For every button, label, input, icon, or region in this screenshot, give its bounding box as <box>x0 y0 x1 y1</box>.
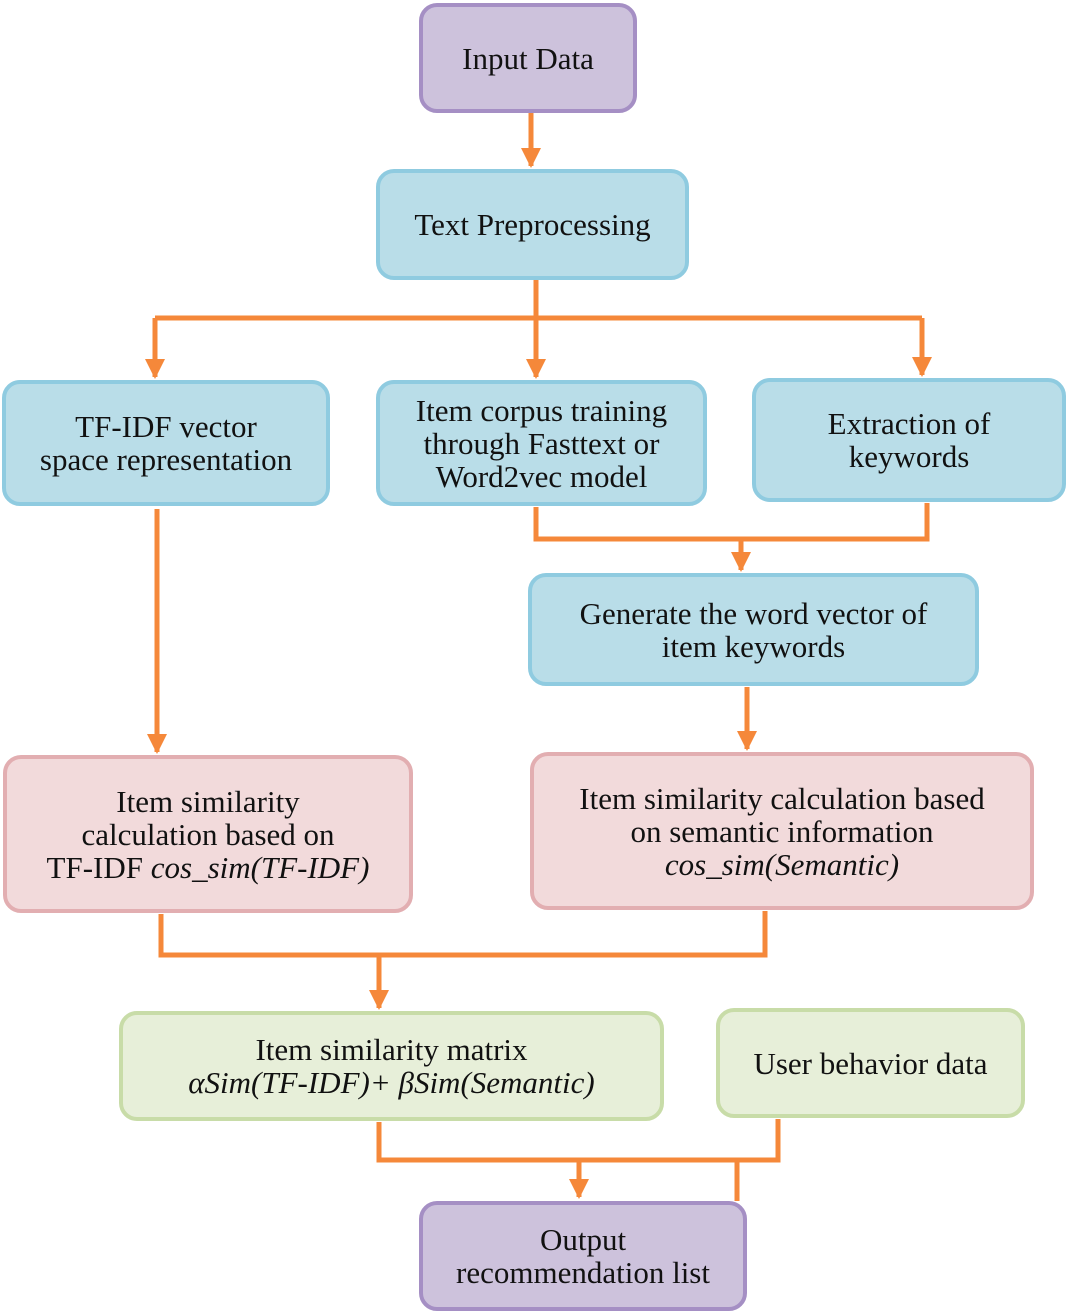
sim-tfidf-line1: Item similarity <box>116 783 300 819</box>
corpus-label-line2: through Fasttext or <box>423 425 660 461</box>
similarity-matrix-node: Item similarity matrix αSim(TF-IDF)+ βSi… <box>119 1011 664 1121</box>
sim-tfidf-line3: TF-IDF cos_sim(TF-IDF) <box>47 851 370 884</box>
connector-merge-output <box>376 1119 781 1163</box>
sim-tfidf-formula: cos_sim(TF-IDF) <box>150 849 370 885</box>
text-preprocessing-node: Text Preprocessing <box>376 169 689 280</box>
wordvec-label-line2: item keywords <box>661 628 846 664</box>
corpus-label-line3: Word2vec model <box>435 458 648 494</box>
corpus-training-node: Item corpus training through Fasttext or… <box>376 380 707 506</box>
corpus-label-line1: Item corpus training <box>415 392 668 428</box>
input-data-node: Input Data <box>419 3 637 113</box>
sim-semantic-line1: Item similarity calculation based <box>579 780 985 816</box>
sim-semantic-formula: cos_sim(Semantic) <box>664 846 900 882</box>
tfidf-label-line1: TF-IDF vector <box>75 409 257 444</box>
behavior-label: User behavior data <box>753 1045 988 1081</box>
output-label-line1: Output <box>539 1222 627 1257</box>
tfidf-label-line2: space representation <box>39 442 293 477</box>
matrix-formula: αSim(TF-IDF)+ βSim(Semantic) <box>188 1065 595 1100</box>
keyword-extraction-node: Extraction of keywords <box>752 378 1066 502</box>
connector-merge-wordvec <box>533 503 930 542</box>
sim-tfidf-line2: calculation based on <box>81 816 335 852</box>
output-node: Output recommendation list <box>419 1201 747 1311</box>
semantic-similarity-node: Item similarity calculation based on sem… <box>530 752 1034 910</box>
matrix-label-line1: Item similarity matrix <box>255 1032 528 1067</box>
input-data-label: Input Data <box>462 40 594 76</box>
tfidf-similarity-node: Item similarity calculation based on TF-… <box>3 755 413 913</box>
user-behavior-node: User behavior data <box>716 1008 1025 1118</box>
sim-semantic-line2: on semantic information <box>630 813 934 849</box>
connector-merge-matrix <box>158 911 768 958</box>
wordvec-label-line1: Generate the word vector of <box>579 595 928 631</box>
tfidf-representation-node: TF-IDF vector space representation <box>2 380 330 506</box>
word-vector-node: Generate the word vector of item keyword… <box>528 573 979 686</box>
text-preprocessing-label: Text Preprocessing <box>414 207 651 242</box>
output-label-line2: recommendation list <box>456 1255 710 1290</box>
keywords-label-line1: Extraction of <box>827 406 991 441</box>
sim-tfidf-line3-prefix: TF-IDF <box>46 849 151 885</box>
keywords-label-line2: keywords <box>848 439 970 474</box>
